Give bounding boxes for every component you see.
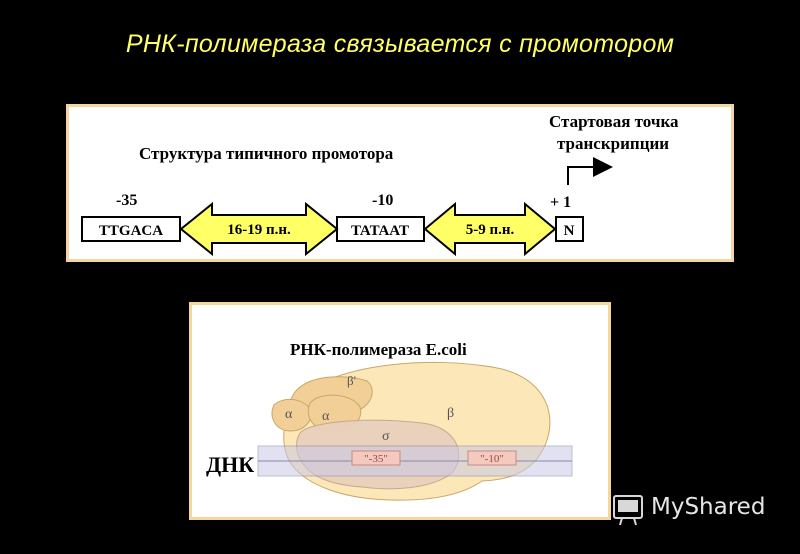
alpha2-label: α: [322, 409, 330, 424]
watermark-text: MyShared: [651, 494, 765, 520]
start-arrow-icon: [568, 167, 609, 185]
ttgaca-label: TTGACA: [99, 223, 163, 239]
dna-label: ДНК: [206, 452, 254, 477]
position-minus10: -10: [372, 192, 393, 209]
position-minus35: -35: [116, 192, 137, 209]
alpha1-label: α: [285, 407, 293, 422]
polymerase-panel: РНК-полимераза E.coli "-35" "-10" β' α α…: [189, 302, 611, 520]
spacer-2-label: 5-9 п.н.: [466, 222, 515, 238]
start-point-line1: Стартовая точка: [549, 112, 679, 131]
slide-title: РНК-полимераза связывается с промотором: [0, 30, 800, 59]
polymerase-diagram: РНК-полимераза E.coli "-35" "-10" β' α α…: [192, 305, 608, 517]
beta-prime-label: β': [347, 373, 356, 388]
beta-label: β: [447, 406, 454, 421]
tataat-label: TATAAT: [351, 223, 409, 239]
promoter-panel: Структура типичного промотора Стартовая …: [66, 104, 734, 262]
promoter-diagram: Структура типичного промотора Стартовая …: [69, 107, 731, 259]
minus35-label: "-35": [364, 453, 388, 465]
position-plus1: + 1: [550, 194, 571, 211]
start-point-line2: транскрипции: [557, 134, 669, 153]
polymerase-heading: РНК-полимераза E.coli: [290, 340, 467, 359]
spacer-1-label: 16-19 п.н.: [227, 222, 291, 238]
minus10-label: "-10": [480, 453, 504, 465]
promoter-heading: Структура типичного промотора: [139, 144, 394, 163]
n-label: N: [564, 223, 575, 239]
sigma-label: σ: [382, 429, 390, 444]
